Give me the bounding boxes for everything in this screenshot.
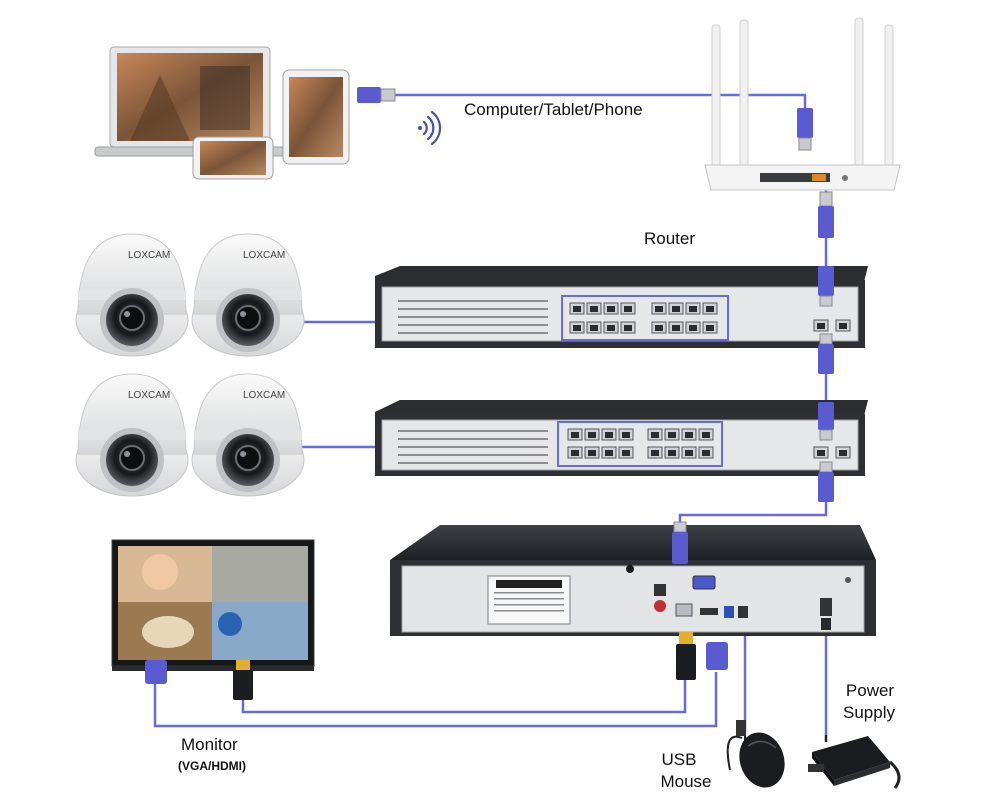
poe-switch-2 — [375, 400, 868, 476]
nvr-recorder — [390, 525, 876, 636]
ethernet-plug-switch2-bottom — [818, 461, 834, 502]
ethernet-plug-switch1-bottom — [818, 333, 834, 374]
power-label-line2: Supply — [843, 703, 895, 722]
monitor-label: Monitor — [181, 735, 238, 754]
hdmi-plug-monitor — [233, 660, 253, 700]
usb-mouse-illustration — [726, 720, 785, 788]
monitor-sublabel: (VGA/HDMI) — [178, 759, 246, 773]
monitor-illustration — [111, 539, 315, 671]
ethernet-plug-devices — [357, 87, 396, 103]
ethernet-plug-router-bottom — [818, 191, 834, 238]
camera-logo: LOXCAM — [243, 250, 285, 261]
poe-switch-1 — [375, 266, 868, 348]
phone-illustration — [192, 136, 274, 180]
router-illustration — [704, 17, 901, 191]
wifi-icon — [418, 110, 442, 146]
camera-logo: LOXCAM — [128, 250, 170, 261]
mouse-label-line1: USB — [661, 750, 697, 769]
ethernet-plug-router-top — [797, 108, 813, 151]
cable-monitor-vga — [153, 672, 718, 728]
power-plug-nvr — [821, 618, 831, 630]
hdmi-plug-nvr — [676, 632, 696, 680]
power-label-line1: Power — [845, 681, 895, 700]
cable-devices-router — [395, 93, 807, 108]
devices-label: Computer/Tablet/Phone — [464, 100, 643, 119]
router-label: Router — [644, 229, 696, 248]
ethernet-plug-nvr — [672, 521, 688, 564]
power-adapter-illustration — [808, 735, 901, 789]
tablet-illustration — [282, 69, 350, 165]
camera-logo: LOXCAM — [128, 390, 170, 401]
laptop-illustration — [94, 46, 286, 157]
cable-monitor-hdmi — [241, 680, 687, 714]
ethernet-plug-switch1-top — [818, 266, 834, 307]
ethernet-plug-switch2-top — [818, 402, 834, 441]
vga-plug-monitor — [145, 660, 167, 684]
camera-logo: LOXCAM — [243, 390, 285, 401]
mouse-label-line2: Mouse — [660, 772, 712, 791]
cable-switch2-nvr — [678, 470, 828, 530]
vga-plug-nvr — [706, 642, 728, 670]
